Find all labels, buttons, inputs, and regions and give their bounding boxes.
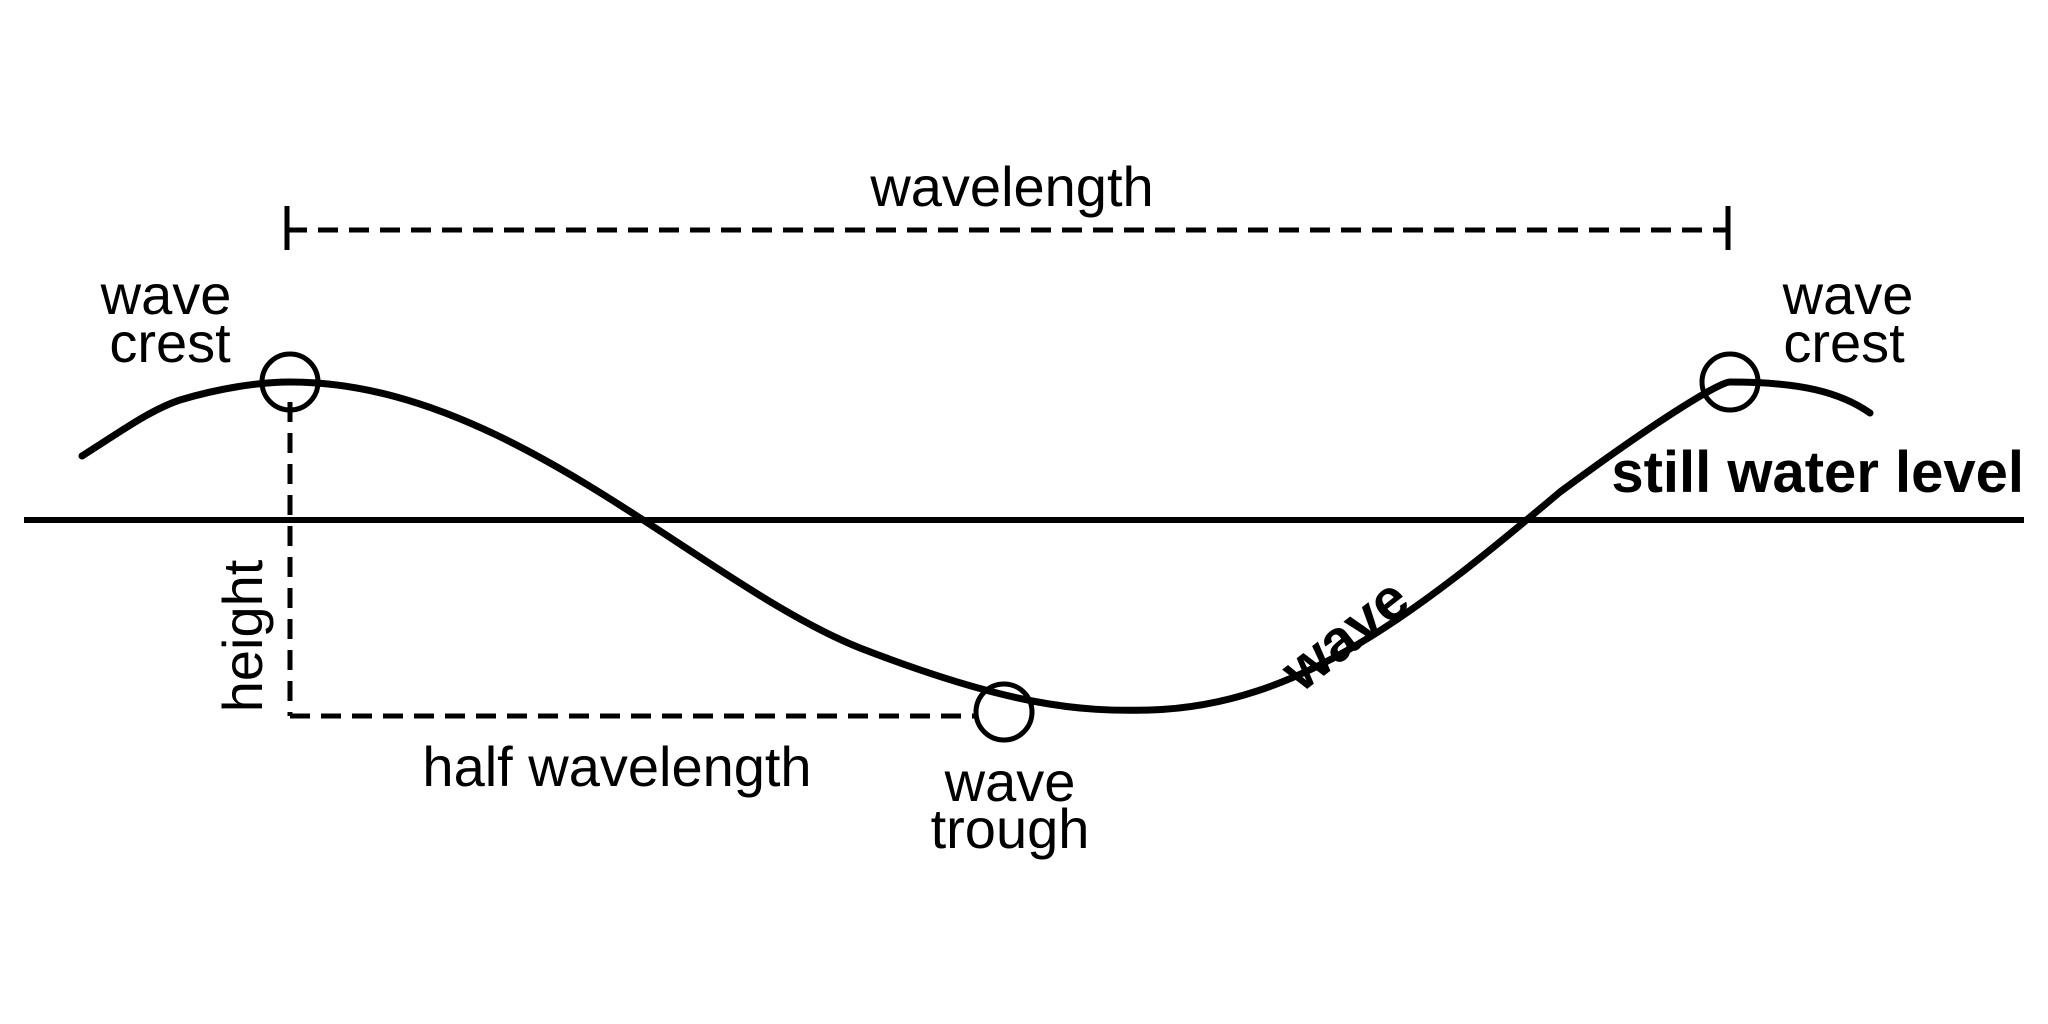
half-wavelength-label: half wavelength bbox=[422, 735, 811, 798]
height-label: height bbox=[211, 559, 274, 712]
wave-crest-left-label-line2: crest bbox=[109, 311, 231, 374]
wavelength-dimension bbox=[284, 206, 1731, 250]
wave-crest-left-label-line1: wave bbox=[100, 263, 232, 326]
crest-marker-left bbox=[259, 351, 321, 413]
wavelength-label: wavelength bbox=[869, 155, 1153, 218]
crest-marker-right bbox=[1699, 351, 1761, 413]
trough-marker bbox=[973, 681, 1035, 743]
wave-crest-right-label-line2: crest bbox=[1783, 311, 1905, 374]
wave-curve bbox=[78, 378, 1874, 714]
still-water-level-label: still water level bbox=[1611, 440, 2024, 505]
wave-crest-right-label-line1: wave bbox=[1782, 263, 1914, 326]
wave-trough-label-line1: wave bbox=[944, 750, 1076, 813]
wave-trough-label-line2: trough bbox=[931, 797, 1090, 860]
wave-label: wave bbox=[1268, 565, 1421, 704]
